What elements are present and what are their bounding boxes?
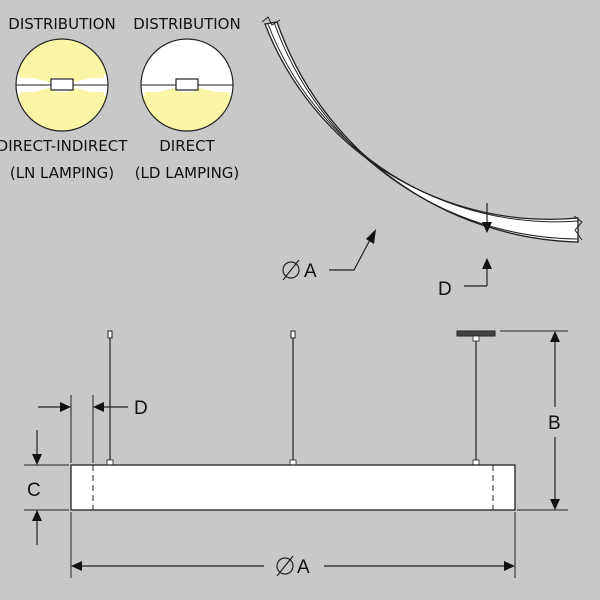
arrowhead bbox=[482, 222, 492, 233]
canopy bbox=[456, 330, 496, 337]
distribution-type-left: DIRECT-INDIRECT bbox=[0, 137, 128, 155]
elevation-depth-label: D bbox=[134, 398, 148, 419]
elevation-diameter-dimension: A bbox=[70, 512, 516, 578]
arrowhead bbox=[60, 402, 71, 412]
arrowhead bbox=[482, 258, 492, 269]
diameter-icon bbox=[282, 259, 300, 281]
arrowhead bbox=[93, 402, 104, 412]
plan-view: A D bbox=[261, 16, 583, 300]
distribution-direct-indirect: DISTRIBUTION DIRECT-INDIRECT (LN LAMPING… bbox=[0, 15, 128, 182]
arrowhead bbox=[32, 510, 42, 521]
plan-diameter-dimension: A bbox=[282, 229, 376, 282]
suspension-cables bbox=[106, 330, 496, 466]
distribution-lamping-left: (LN LAMPING) bbox=[10, 164, 114, 182]
distribution-heading-right: DISTRIBUTION bbox=[133, 15, 240, 33]
diameter-icon bbox=[276, 555, 294, 577]
elevation-diameter-label: A bbox=[297, 557, 310, 578]
fixture-arc bbox=[264, 21, 579, 243]
height-label: C bbox=[27, 480, 41, 501]
fixture-body bbox=[70, 464, 516, 511]
overall-height-label: B bbox=[548, 413, 561, 434]
arrowhead bbox=[366, 229, 376, 244]
arrowhead bbox=[550, 331, 560, 342]
elevation-depth-dimension: D bbox=[38, 395, 148, 463]
arrowhead bbox=[550, 499, 560, 510]
lamp-icon-right bbox=[175, 78, 199, 91]
overall-height-dimension: B bbox=[500, 330, 568, 511]
distribution-type-right: DIRECT bbox=[159, 137, 215, 155]
plan-depth-dimension: D bbox=[438, 203, 492, 300]
arrowhead bbox=[71, 561, 82, 571]
arrowhead bbox=[32, 454, 42, 465]
plan-depth-label: D bbox=[438, 279, 452, 300]
distribution-heading-left: DISTRIBUTION bbox=[8, 15, 115, 33]
lamp-icon-left bbox=[50, 78, 74, 91]
distribution-direct: DISTRIBUTION DIRECT (LD LAMPING) bbox=[133, 15, 240, 182]
plan-diameter-label: A bbox=[304, 261, 317, 282]
arrowhead bbox=[504, 561, 515, 571]
elevation-view: D C B bbox=[24, 330, 568, 578]
height-dimension: C bbox=[24, 430, 69, 545]
distribution-lamping-right: (LD LAMPING) bbox=[135, 164, 240, 182]
